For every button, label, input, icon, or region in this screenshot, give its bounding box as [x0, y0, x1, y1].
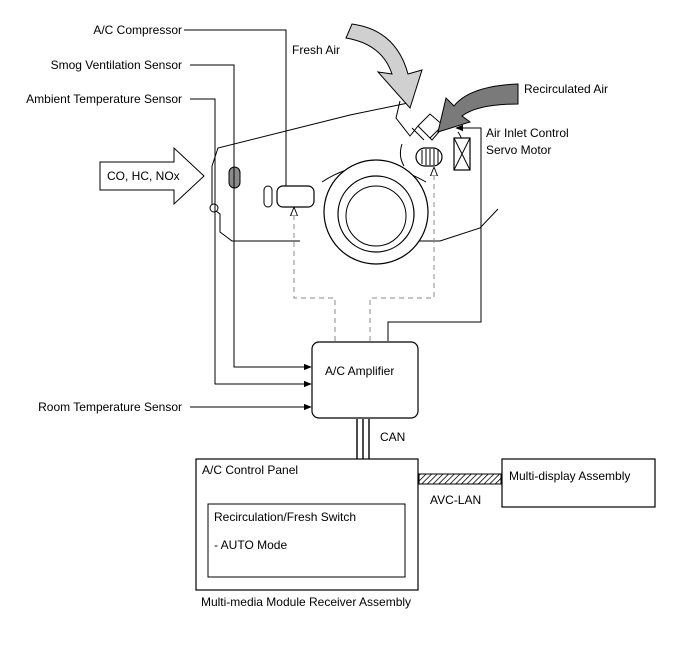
can-bus [356, 419, 370, 460]
servo-motor-element [415, 137, 471, 171]
multi-display-box [501, 458, 656, 508]
switch-label-line1: Recirculation/Fresh Switch [214, 510, 356, 524]
servo-label-line2: Servo Motor [486, 143, 551, 157]
recirculated-air-label: Recirculated Air [524, 82, 608, 96]
fresh-air-label: Fresh Air [292, 43, 340, 57]
ambient-sensor-line [190, 98, 312, 388]
switch-label-line2: - AUTO Mode [214, 538, 287, 552]
compressor-element [263, 185, 315, 208]
avc-lan-label: AVC-LAN [430, 493, 481, 507]
blower-wheel [323, 159, 429, 265]
servo-label-line1: Air Inlet Control [486, 126, 569, 140]
room-sensor-label: Room Temperature Sensor [38, 400, 182, 414]
exhaust-gas-arrow [99, 146, 205, 206]
compressor-label-line [184, 29, 287, 186]
smog-sensor-line [190, 64, 312, 371]
recirculated-air-arrow [437, 83, 519, 133]
servo-feedback-line [387, 124, 482, 341]
exhaust-gas-label: CO, HC, NOx [107, 169, 180, 183]
switch-box [207, 503, 406, 578]
multi-display-label: Multi-display Assembly [509, 469, 630, 483]
control-panel-label: A/C Control Panel [202, 463, 298, 477]
fresh-air-arrow [345, 23, 423, 109]
ac-amplifier-label: A/C Amplifier [325, 364, 394, 378]
smog-sensor-label: Smog Ventilation Sensor [51, 58, 182, 72]
can-label: CAN [380, 430, 405, 444]
avc-lan-bus [418, 473, 502, 485]
ac-compressor-label: A/C Compressor [93, 23, 182, 37]
ac-amplifier-box [311, 341, 419, 419]
servo-control-line [369, 168, 434, 341]
receiver-assembly-label: Multi-media Module Receiver Assembly [201, 595, 411, 609]
ambient-sensor-label: Ambient Temperature Sensor [26, 92, 182, 106]
compressor-control-line [294, 208, 336, 341]
vehicle-outline [209, 102, 499, 242]
